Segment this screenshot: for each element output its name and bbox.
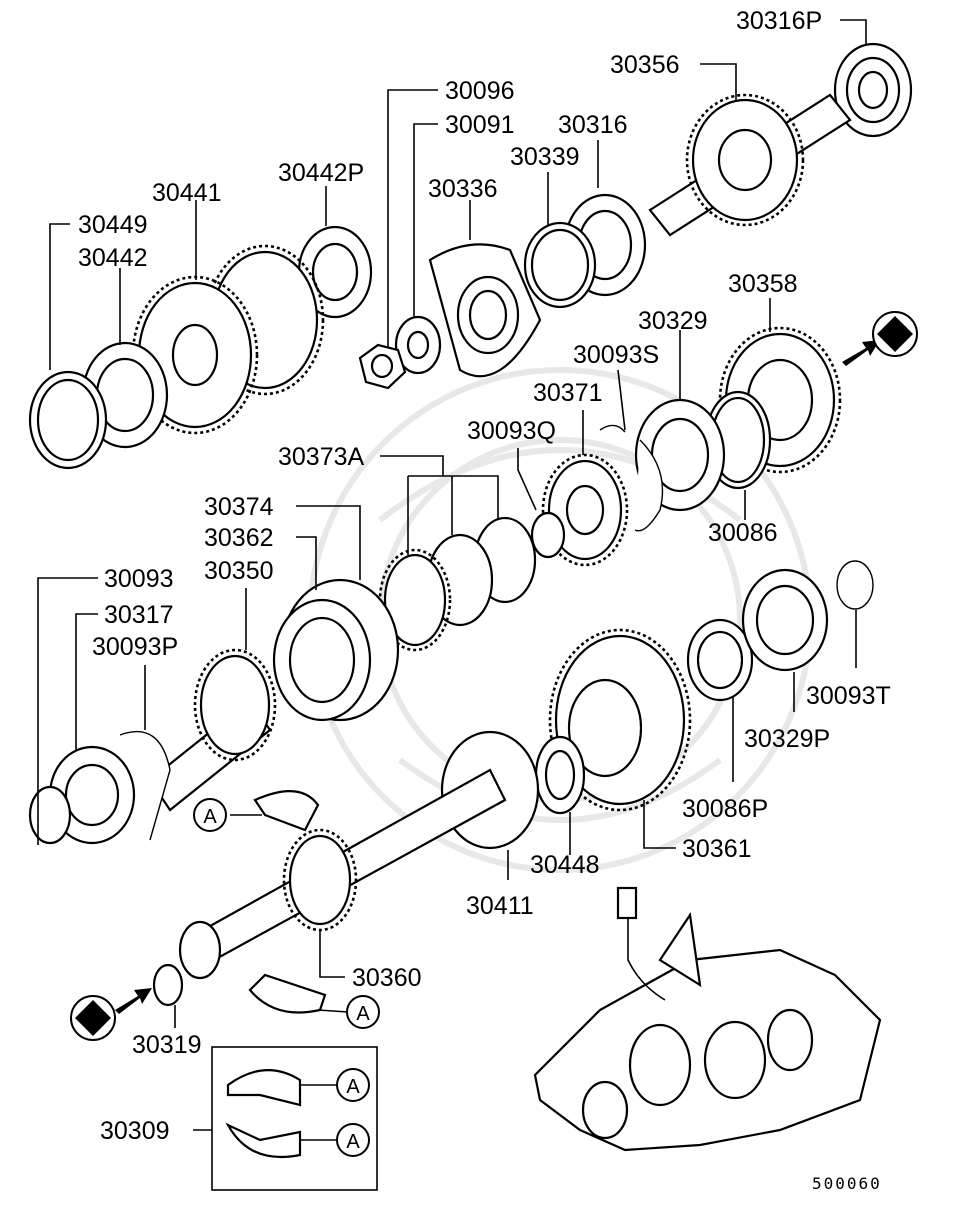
part-30317-bearing [48, 745, 136, 845]
label-30374: 30374 [204, 493, 274, 521]
callout-A-4: A [336, 1123, 370, 1157]
part-30373A-synchro-rings [378, 516, 537, 652]
svg-text:A: A [346, 1076, 360, 1098]
part-30091-washer [394, 315, 442, 375]
part-30316P-bearing [833, 42, 913, 138]
part-30449-ring [28, 370, 108, 470]
assembly-inset [533, 886, 882, 1152]
part-30309-halves [225, 1069, 302, 1159]
part-30336-flange [428, 243, 542, 378]
part-30350-gear-shaft [148, 648, 277, 812]
callout-A-3: A [336, 1068, 370, 1102]
part-30339-ring [523, 221, 597, 309]
label-30086: 30086 [708, 519, 778, 547]
part-30319-needle-bearing [152, 963, 184, 1007]
part-30309-box [211, 1046, 378, 1191]
label-30096: 30096 [445, 77, 515, 105]
label-30361: 30361 [682, 835, 752, 863]
part-30093T-ring [836, 560, 874, 610]
part-30096-nut [358, 343, 407, 390]
callout-A-2: A [346, 995, 380, 1029]
label-30356: 30356 [610, 51, 680, 79]
label-30350: 30350 [204, 557, 274, 585]
label-30316P: 30316P [736, 7, 822, 35]
label-30319: 30319 [132, 1031, 202, 1059]
part-30086P-washer [686, 618, 754, 702]
part-30093S-snapring [599, 424, 664, 532]
label-30086P: 30086P [682, 795, 768, 823]
label-30093P: 30093P [92, 633, 178, 661]
part-30362-sleeve [272, 578, 400, 722]
direction-arrow-lower [70, 988, 152, 1041]
label-30449: 30449 [78, 211, 148, 239]
part-30356-gear-shaft [648, 93, 852, 237]
label-30360: 30360 [352, 964, 422, 992]
part-30361-gear [548, 628, 692, 812]
part-30371-hub [541, 453, 629, 567]
part-30093P-clip [119, 730, 171, 841]
leader-lines [37, 19, 867, 1141]
label-30362: 30362 [204, 524, 274, 552]
label-30317: 30317 [104, 601, 174, 629]
diagram-code: 500060 [812, 1174, 882, 1193]
svg-text:A: A [203, 806, 217, 828]
part-30442P-bearing [297, 225, 373, 319]
callout-A-1: A [193, 798, 227, 832]
label-30358: 30358 [728, 270, 798, 298]
label-30091: 30091 [445, 111, 515, 139]
label-30442: 30442 [78, 244, 148, 272]
part-30093-snapring [28, 785, 72, 845]
label-30339: 30339 [510, 143, 580, 171]
label-30411: 30411 [466, 892, 534, 920]
part-30093Q-ring [530, 511, 566, 559]
part-30448-needle-bearing [534, 735, 586, 815]
label-30441: 30441 [152, 179, 222, 207]
direction-arrow-upper [842, 311, 918, 366]
label-30093S: 30093S [573, 341, 659, 369]
part-needle-halves-upper [253, 790, 320, 832]
part-needle-halves-lower [248, 973, 327, 1014]
label-30309: 30309 [100, 1117, 170, 1145]
label-30336: 30336 [428, 175, 498, 203]
label-30448: 30448 [530, 851, 600, 879]
label-30093: 30093 [104, 565, 174, 593]
label-30373A: 30373A [278, 443, 365, 471]
label-30316: 30316 [558, 111, 628, 139]
label-30329P: 30329P [744, 725, 830, 753]
svg-text:A: A [346, 1131, 360, 1153]
part-30329P-bearing [741, 568, 829, 672]
part-30411-output-shaft [178, 730, 540, 980]
label-30329: 30329 [638, 307, 708, 335]
label-30093Q: 30093Q [467, 417, 556, 445]
label-30442P: 30442P [278, 159, 364, 187]
label-30093T: 30093T [806, 682, 891, 710]
svg-text:A: A [356, 1003, 370, 1025]
label-30371: 30371 [533, 379, 603, 407]
